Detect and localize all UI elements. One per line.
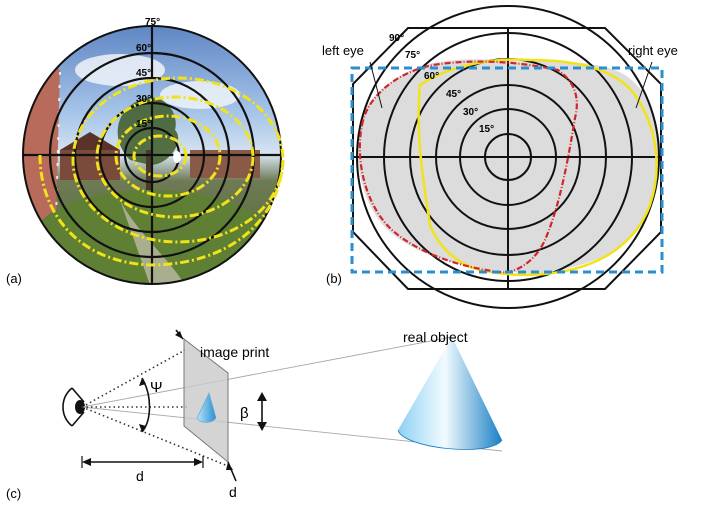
panel-c-label: (c) xyxy=(6,486,21,501)
panel-b: 90° 75° 60° 45° 30° 15° left eye right e… xyxy=(322,5,678,309)
panel-c: Ψ β d d image print real object (c) xyxy=(6,329,503,501)
panel-a-angle-label-60: 60° xyxy=(136,43,151,54)
panel-b-angle-label-90: 90° xyxy=(389,33,404,44)
psi-label: Ψ xyxy=(150,379,163,396)
panel-a-angle-label-75: 75° xyxy=(145,17,160,28)
panel-b-label: (b) xyxy=(326,271,342,286)
image-print-label: image print xyxy=(200,344,269,360)
right-eye-leader xyxy=(635,61,653,109)
thickness-label: d xyxy=(229,484,237,500)
psi-angle-arc xyxy=(141,377,151,433)
camera-frame-box xyxy=(350,66,664,274)
panel-b-angle-label-30: 30° xyxy=(463,107,478,118)
panel-a: 75° 60° 45° 30° 15° (a) xyxy=(6,17,285,286)
panel-b-angle-label-75: 75° xyxy=(405,50,420,61)
fixation-point xyxy=(173,151,181,163)
panel-a-angle-label-30: 30° xyxy=(136,94,151,105)
beta-label: β xyxy=(240,405,249,422)
panel-b-angle-label-15: 15° xyxy=(479,124,494,135)
small-cone xyxy=(196,392,217,423)
panel-b-angle-label-45: 45° xyxy=(446,89,461,100)
eye-icon xyxy=(62,387,85,427)
right-eye-field-contour xyxy=(417,58,658,277)
panel-a-label: (a) xyxy=(6,271,22,286)
right-eye-label: right eye xyxy=(628,43,678,58)
real-object-cone xyxy=(398,337,502,450)
panel-a-field-contours xyxy=(38,76,285,267)
real-object-label: real object xyxy=(403,329,468,345)
left-eye-leader xyxy=(369,61,383,109)
panel-b-angle-label-60: 60° xyxy=(424,71,439,82)
left-eye-field-contour xyxy=(358,60,578,274)
distance-label: d xyxy=(136,468,144,484)
panel-a-angle-label-15: 15° xyxy=(136,119,151,130)
sight-lines-print xyxy=(81,349,229,467)
panel-a-angle-label-45: 45° xyxy=(136,68,151,79)
left-eye-label: left eye xyxy=(322,43,364,58)
